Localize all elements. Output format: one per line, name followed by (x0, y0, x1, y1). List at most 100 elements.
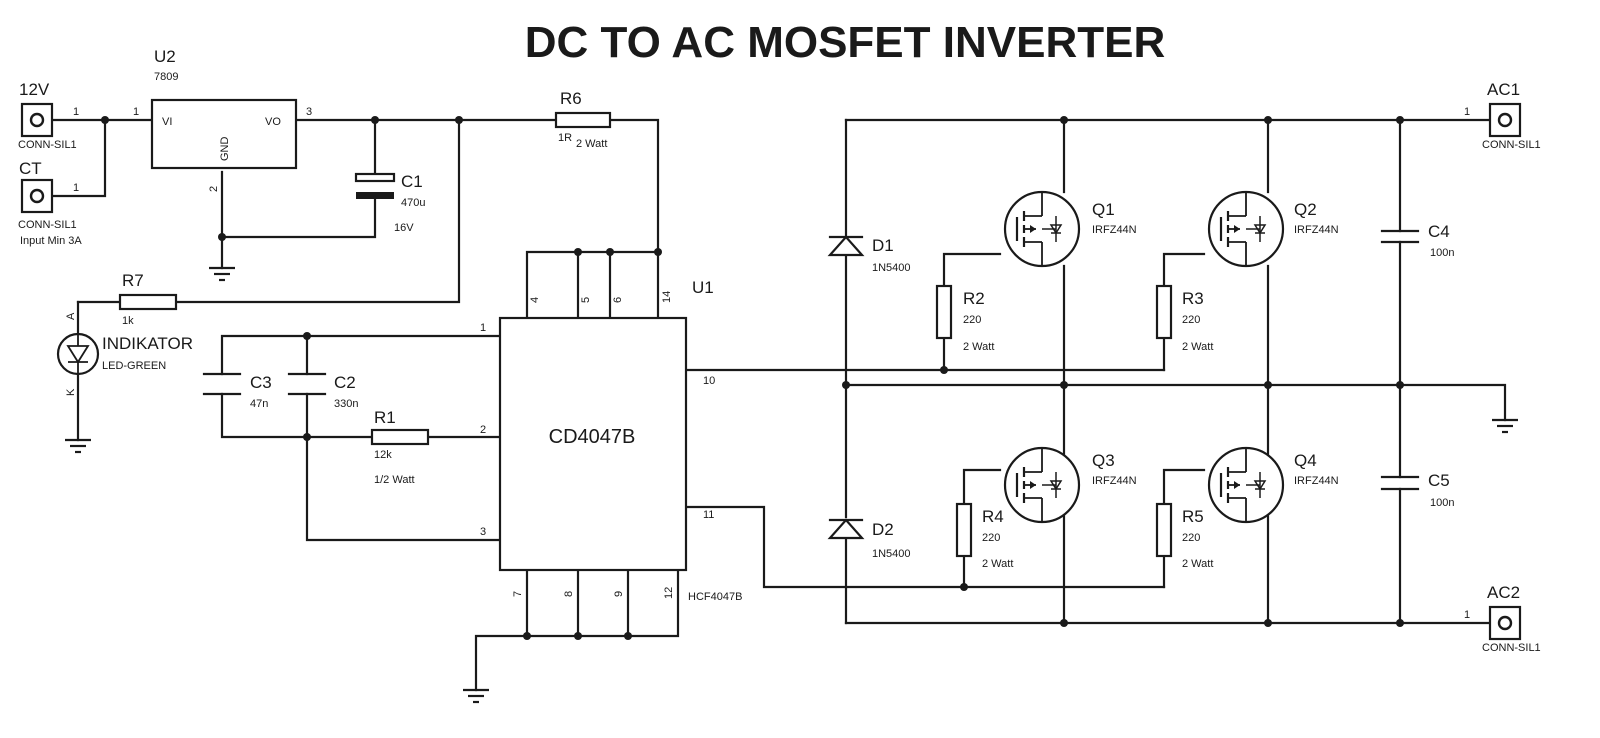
u2-gnd-label: GND (219, 137, 231, 162)
resistor-r2[interactable]: R2 220 2 Watt (935, 284, 994, 353)
connector-12v-ref: 12V (19, 80, 50, 99)
junctions (101, 116, 1404, 640)
d1-value: 1N5400 (872, 262, 911, 274)
u1-pin-12: 12 (663, 587, 675, 599)
connector-ac2[interactable]: AC2 CONN-SIL1 1 (1464, 583, 1541, 654)
q2-ref: Q2 (1294, 200, 1317, 219)
resistor-r5[interactable]: R5 220 2 Watt (1155, 502, 1213, 570)
u1-pin-8: 8 (563, 591, 575, 597)
connector-ct-note: Input Min 3A (20, 235, 82, 247)
r3-ref: R3 (1182, 289, 1204, 308)
r2-ref: R2 (963, 289, 985, 308)
r7-ref: R7 (122, 271, 144, 290)
r5-ref: R5 (1182, 507, 1204, 526)
capacitor-c4[interactable]: C4 100n (1380, 222, 1454, 259)
mosfet-q2[interactable]: Q2 IRFZ44N (1207, 190, 1339, 268)
resistor-r4[interactable]: R4 220 2 Watt (955, 502, 1013, 570)
q2-value: IRFZ44N (1294, 224, 1339, 236)
r4-value: 220 (982, 532, 1000, 544)
led-cathode-label: K (65, 388, 77, 396)
c1-ref: C1 (401, 172, 423, 191)
u2-vo-label: VO (265, 116, 281, 128)
r6-ref: R6 (560, 89, 582, 108)
u2-pin-in: 1 (133, 106, 139, 118)
capacitor-c5[interactable]: C5 100n (1380, 471, 1454, 509)
connector-ac2-ref: AC2 (1487, 583, 1520, 602)
led-value: LED-GREEN (102, 360, 166, 372)
capacitor-c3[interactable]: C3 47n (202, 372, 272, 410)
connector-ac2-pin: 1 (1464, 609, 1470, 621)
d1-ref: D1 (872, 236, 894, 255)
resistor-r7[interactable]: R7 1k (118, 271, 178, 327)
u1-pin-11: 11 (703, 509, 714, 521)
mosfet-q3[interactable]: Q3 IRFZ44N (1003, 446, 1137, 524)
connector-ac1-value: CONN-SIL1 (1482, 139, 1541, 151)
resistor-r6[interactable]: R6 1R 2 Watt (554, 89, 612, 150)
r1-ref: R1 (374, 408, 396, 427)
q4-value: IRFZ44N (1294, 475, 1339, 487)
ic-u1[interactable]: CD4047B U1 HCF4047B 1 2 3 10 11 4 5 6 14… (480, 278, 742, 603)
mosfet-q4[interactable]: Q4 IRFZ44N (1207, 446, 1339, 524)
diode-d2[interactable]: D2 1N5400 (827, 518, 911, 560)
r3-power: 2 Watt (1182, 341, 1213, 353)
r4-power: 2 Watt (982, 558, 1013, 570)
r4-ref: R4 (982, 507, 1004, 526)
c1-voltage: 16V (394, 222, 414, 234)
u1-pin-5: 5 (580, 297, 592, 303)
c5-ref: C5 (1428, 471, 1450, 490)
resistor-r3[interactable]: R3 220 2 Watt (1155, 284, 1213, 353)
u1-pin-9: 9 (613, 591, 625, 597)
u2-pin-out: 3 (306, 106, 312, 118)
connector-ac1[interactable]: AC1 CONN-SIL1 1 (1464, 80, 1541, 151)
u2-pin-gnd: 2 (208, 186, 220, 192)
u1-alt: HCF4047B (688, 591, 742, 603)
diode-d1[interactable]: D1 1N5400 (827, 235, 911, 274)
r7-value: 1k (122, 315, 134, 327)
c3-value: 47n (250, 398, 268, 410)
schematic-title: DC TO AC MOSFET INVERTER (525, 18, 1165, 67)
r2-power: 2 Watt (963, 341, 994, 353)
d2-ref: D2 (872, 520, 894, 539)
r3-value: 220 (1182, 314, 1200, 326)
ground-symbol-u2 (207, 266, 237, 282)
wires (50, 118, 1507, 692)
led-ref: INDIKATOR (102, 334, 193, 353)
c4-value: 100n (1430, 247, 1454, 259)
led-anode-label: A (65, 312, 77, 320)
mosfet-q1[interactable]: Q1 IRFZ44N (1003, 190, 1137, 268)
u1-value: CD4047B (549, 426, 636, 448)
capacitor-c2[interactable]: C2 330n (287, 372, 358, 410)
q1-ref: Q1 (1092, 200, 1115, 219)
connector-12v-value: CONN-SIL1 (18, 139, 77, 151)
connector-ct[interactable]: CT CONN-SIL1 Input Min 3A 1 (18, 159, 82, 247)
connector-ct-value: CONN-SIL1 (18, 219, 77, 231)
u1-pin-10: 10 (703, 375, 715, 387)
r1-power: 1/2 Watt (374, 474, 415, 486)
u1-pin-14: 14 (661, 291, 673, 303)
led-indikator[interactable]: INDIKATOR LED-GREEN A K (56, 312, 193, 396)
u1-pin-2: 2 (480, 424, 486, 436)
u1-pin-1: 1 (480, 322, 486, 334)
u1-pin-3: 3 (480, 526, 486, 538)
c1-value: 470u (401, 197, 425, 209)
ground-symbol-led (63, 438, 93, 454)
q1-value: IRFZ44N (1092, 224, 1137, 236)
connector-ct-ref: CT (19, 159, 42, 178)
connector-12v-pin: 1 (73, 106, 79, 118)
regulator-u2[interactable]: U2 7809 VI VO GND 1 3 2 (133, 47, 312, 192)
r6-value: 1R (558, 132, 572, 144)
r2-value: 220 (963, 314, 981, 326)
resistor-r1[interactable]: R1 12k 1/2 Watt (370, 408, 430, 486)
connector-ct-pin: 1 (73, 182, 79, 194)
connector-12v[interactable]: 12V CONN-SIL1 1 (18, 80, 79, 151)
r5-value: 220 (1182, 532, 1200, 544)
c2-value: 330n (334, 398, 358, 410)
q4-ref: Q4 (1294, 451, 1317, 470)
ground-symbol-output (1490, 418, 1520, 434)
connector-ac1-ref: AC1 (1487, 80, 1520, 99)
capacitor-c1[interactable]: C1 470u 16V (354, 172, 425, 234)
u1-pin-6: 6 (612, 297, 624, 303)
u1-pin-4: 4 (529, 297, 541, 303)
u2-value: 7809 (154, 71, 178, 83)
